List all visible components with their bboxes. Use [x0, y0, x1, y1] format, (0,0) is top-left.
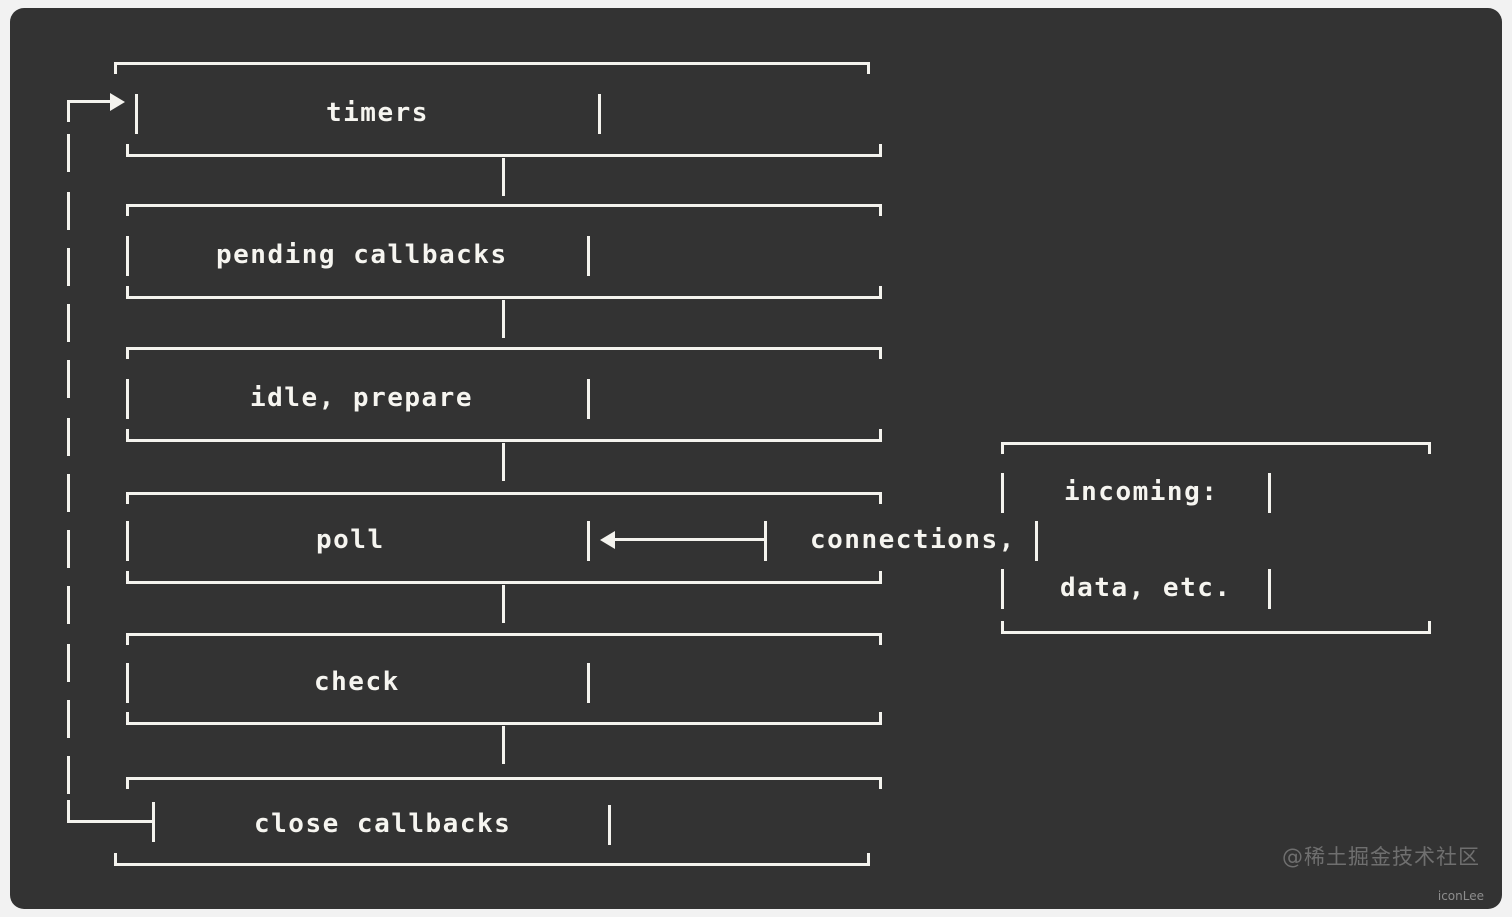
check-box-bottom-right-corner — [879, 712, 882, 724]
loop-return-corner-v — [67, 800, 70, 822]
close-box-top — [126, 777, 882, 780]
incoming-row2-left-pipe — [1035, 521, 1038, 561]
pending-box-top — [126, 204, 882, 207]
incoming-row3-left-pipe — [1001, 569, 1004, 609]
timers-box-bottom-right-corner — [879, 144, 882, 156]
loop-left-pipe — [67, 530, 70, 568]
loop-return-horizontal — [67, 820, 155, 823]
connector-timers-to-pending — [502, 158, 505, 196]
timers-box-bottom-left-corner — [126, 144, 129, 156]
loop-left-pipe — [67, 360, 70, 398]
timers-right-pipe — [598, 94, 601, 134]
loop-entry-horizontal — [67, 100, 113, 103]
loop-left-pipe — [67, 418, 70, 456]
poll-box-bottom-right-corner — [879, 571, 882, 583]
pending-box-top-right-corner — [879, 204, 882, 216]
watermark-handle: @稀土掘金技术社区 — [1282, 845, 1480, 869]
incoming-box-bottom-left-corner — [1001, 621, 1004, 633]
incoming-row1-right-pipe — [1268, 473, 1271, 513]
poll-box-top — [126, 492, 882, 495]
idle-box-bottom-left-corner — [126, 429, 129, 441]
poll-right-pipe — [587, 521, 590, 561]
loop-entry-arrow-icon — [110, 93, 125, 111]
watermark-credit: iconLee — [1437, 889, 1484, 903]
phase-label-idle-prepare: idle, prepare — [250, 383, 473, 413]
incoming-box-bottom-right-corner — [1428, 621, 1431, 633]
poll-box-bottom-left-corner — [126, 571, 129, 583]
connector-poll-to-check — [502, 585, 505, 623]
close-box-bottom — [114, 863, 870, 866]
incoming-arrow-icon — [600, 531, 615, 549]
incoming-arrow-tail-pipe — [764, 521, 767, 561]
poll-box-top-left-corner — [126, 492, 129, 504]
poll-box-top-right-corner — [879, 492, 882, 504]
idle-box-bottom — [126, 439, 882, 442]
pending-box-top-left-corner — [126, 204, 129, 216]
check-box-bottom — [126, 722, 882, 725]
timers-box-top-left-corner — [114, 62, 117, 74]
close-right-pipe — [608, 805, 611, 845]
timers-left-pipe — [135, 94, 138, 134]
close-box-top-right-corner — [879, 777, 882, 789]
phase-label-pending-callbacks: pending callbacks — [216, 240, 508, 270]
loop-left-pipe — [67, 134, 70, 172]
incoming-line-3: data, etc. — [1060, 573, 1232, 603]
check-left-pipe — [126, 663, 129, 703]
idle-right-pipe — [587, 379, 590, 419]
idle-box-top-right-corner — [879, 347, 882, 359]
incoming-arrow-shaft — [614, 538, 766, 541]
timers-box-top-right-corner — [867, 62, 870, 74]
loop-left-pipe — [67, 756, 70, 794]
idle-box-top-left-corner — [126, 347, 129, 359]
loop-return-end-pipe — [152, 802, 155, 842]
idle-box-bottom-right-corner — [879, 429, 882, 441]
loop-left-pipe — [67, 248, 70, 286]
pending-box-bottom-right-corner — [879, 286, 882, 298]
phase-label-check: check — [314, 667, 400, 697]
poll-box-bottom — [126, 581, 882, 584]
check-box-bottom-left-corner — [126, 712, 129, 724]
close-box-bottom-right-corner — [867, 853, 870, 865]
check-right-pipe — [587, 663, 590, 703]
loop-left-pipe — [67, 644, 70, 682]
loop-left-pipe — [67, 192, 70, 230]
check-box-top-left-corner — [126, 633, 129, 645]
loop-left-pipe — [67, 586, 70, 624]
connector-check-to-close — [502, 726, 505, 764]
phase-label-timers: timers — [326, 98, 429, 128]
idle-left-pipe — [126, 379, 129, 419]
timers-box-top — [114, 62, 870, 65]
incoming-line-2: connections, — [810, 525, 1016, 555]
connector-pending-to-idle — [502, 300, 505, 338]
loop-left-pipe — [67, 304, 70, 342]
pending-left-pipe — [126, 236, 129, 276]
phase-label-close-callbacks: close callbacks — [254, 809, 512, 839]
phase-label-poll: poll — [316, 525, 385, 555]
pending-right-pipe — [587, 236, 590, 276]
incoming-box-bottom — [1001, 631, 1431, 634]
poll-left-pipe — [126, 521, 129, 561]
loop-entry-corner-v — [67, 100, 70, 122]
timers-box-bottom — [126, 154, 882, 157]
incoming-box-top-right-corner — [1428, 442, 1431, 454]
check-box-top-right-corner — [879, 633, 882, 645]
incoming-line-1: incoming: — [1064, 477, 1219, 507]
incoming-row1-left-pipe — [1001, 473, 1004, 513]
incoming-box-top-left-corner — [1001, 442, 1004, 454]
diagram-panel: timers pending callbacks idle, prepare — [10, 8, 1502, 909]
pending-box-bottom-left-corner — [126, 286, 129, 298]
pending-box-bottom — [126, 296, 882, 299]
incoming-row3-right-pipe — [1268, 569, 1271, 609]
connector-idle-to-poll — [502, 443, 505, 481]
loop-left-pipe — [67, 700, 70, 738]
idle-box-top — [126, 347, 882, 350]
loop-left-pipe — [67, 474, 70, 512]
close-box-bottom-left-corner — [114, 853, 117, 865]
close-box-top-left-corner — [126, 777, 129, 789]
check-box-top — [126, 633, 882, 636]
incoming-box-top — [1001, 442, 1431, 445]
